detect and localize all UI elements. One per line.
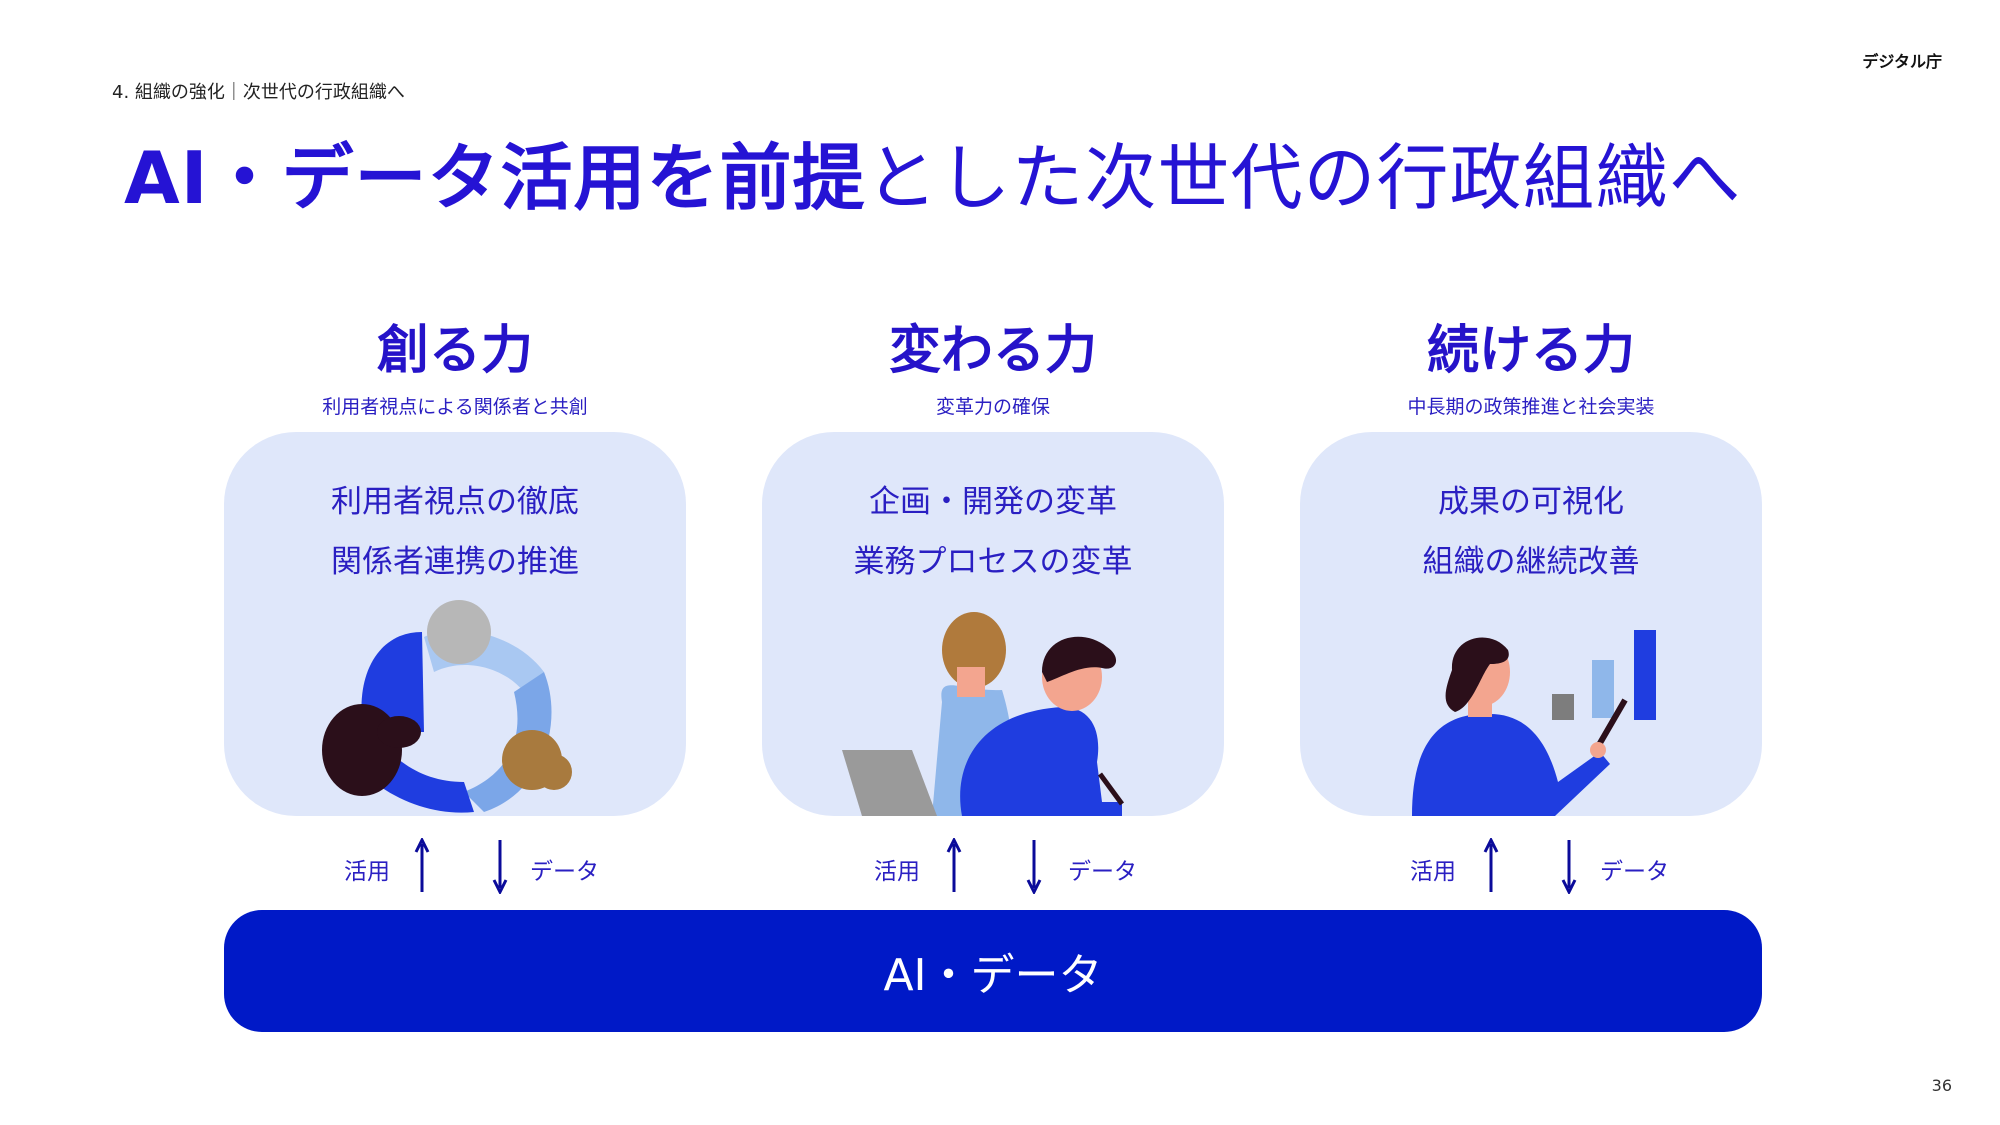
column-heading: 創る力: [376, 321, 533, 381]
up-label: 活用: [344, 859, 390, 885]
page-title-bold: AI・データ活用を前提: [124, 136, 866, 220]
page-title: AI・データ活用を前提とした次世代の行政組織へ: [124, 130, 1742, 226]
column-heading: 変わる力: [888, 321, 1097, 381]
card-line-2: 業務プロセスの変革: [853, 544, 1133, 580]
ai-data-label: AI・データ: [883, 950, 1103, 1001]
arrow-down-icon: [1026, 840, 1042, 894]
card-change: 企画・開発の変革 業務プロセスの変革: [762, 432, 1224, 816]
co-creation-illustration: [322, 600, 572, 813]
card-sustain: 成果の可視化 組織の継続改善: [1300, 432, 1762, 816]
up-label: 活用: [1410, 859, 1456, 885]
arrow-up-icon: [414, 838, 430, 892]
column-heading: 続ける力: [1426, 321, 1635, 381]
down-label: データ: [1600, 859, 1669, 885]
arrow-up-icon: [946, 838, 962, 892]
card-line-2: 関係者連携の推進: [331, 544, 579, 580]
column-subtitle: 利用者視点による関係者と共創: [322, 396, 588, 418]
card-create: 利用者視点の徹底 関係者連携の推進: [224, 432, 686, 816]
collaboration-illustration: [842, 612, 1125, 816]
card-line-2: 組織の継続改善: [1422, 544, 1640, 580]
page-title-light: とした次世代の行政組織へ: [865, 136, 1742, 220]
column-subtitle: 中長期の政策推進と社会実装: [1407, 396, 1655, 418]
down-label: データ: [530, 859, 599, 885]
arrow-down-icon: [1561, 840, 1577, 894]
arrow-up-icon: [1483, 838, 1499, 892]
agency-logo: デジタル庁: [1862, 52, 1942, 71]
card-line-1: 利用者視点の徹底: [331, 484, 579, 520]
arrow-down-icon: [492, 840, 508, 894]
breadcrumb: 4. 組織の強化｜次世代の行政組織へ: [112, 82, 405, 103]
card-line-1: 企画・開発の変革: [869, 484, 1117, 520]
visualization-illustration: [1412, 630, 1656, 816]
page-number: 36: [1931, 1076, 1952, 1095]
ai-data-foundation: AI・データ: [224, 910, 1762, 1032]
card-line-1: 成果の可視化: [1438, 484, 1624, 520]
column-subtitle: 変革力の確保: [935, 396, 1050, 418]
up-label: 活用: [874, 859, 920, 885]
down-label: データ: [1068, 859, 1137, 885]
